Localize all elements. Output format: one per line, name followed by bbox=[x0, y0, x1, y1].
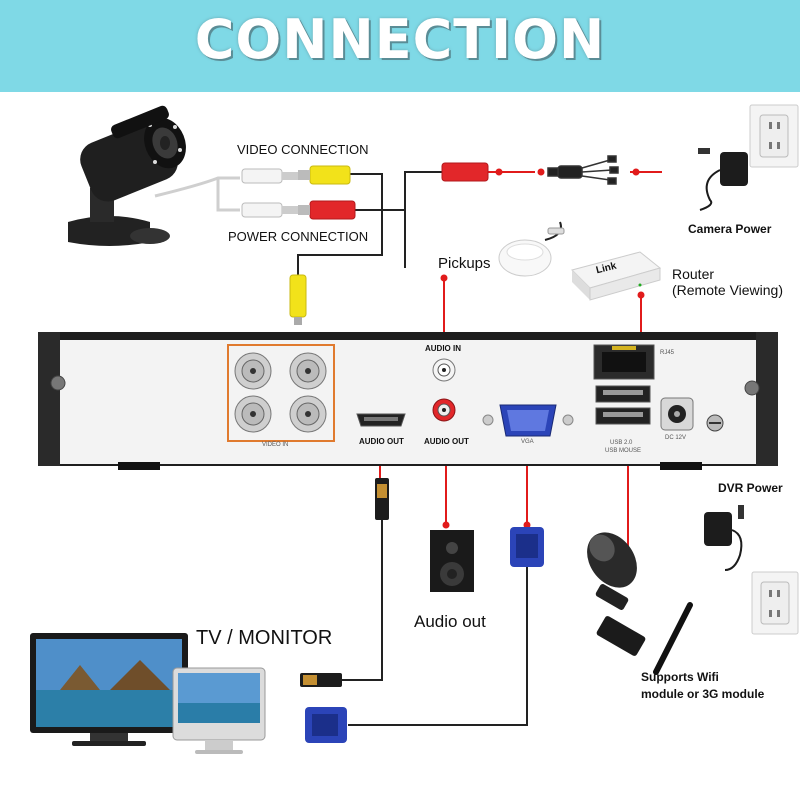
rj45-port-label: RJ45 bbox=[660, 350, 675, 356]
white-power-plug bbox=[241, 202, 283, 218]
router-sublabel: (Remote Viewing) bbox=[672, 282, 784, 298]
red-dc-plug bbox=[441, 162, 489, 182]
page-title: CONNECTION bbox=[194, 8, 606, 71]
tv-icon bbox=[30, 633, 188, 746]
white-video-plug bbox=[241, 168, 283, 184]
power-connection-label: POWER CONNECTION bbox=[228, 229, 369, 244]
bnc-port-1 bbox=[234, 352, 272, 390]
usb-mouse-port-label: USB MOUSE bbox=[605, 448, 642, 454]
yellow-video-plug bbox=[309, 165, 351, 185]
vga-cable bbox=[348, 565, 528, 726]
video-cable bbox=[297, 173, 383, 275]
audio-out-device-label: Audio out bbox=[414, 612, 486, 631]
hdmi-port bbox=[356, 413, 406, 427]
speaker-icon bbox=[430, 530, 474, 592]
hdmi-monitor-plug bbox=[300, 673, 342, 687]
dvr-screw-right bbox=[744, 380, 760, 396]
wifi-support-sublabel: module or 3G module bbox=[641, 687, 765, 701]
rca-connectors bbox=[241, 162, 489, 325]
usb-port-1 bbox=[595, 385, 651, 403]
dot-router bbox=[637, 291, 645, 299]
dvr-power-label: DVR Power bbox=[718, 481, 783, 495]
video-in-port-label: VIDEO IN bbox=[262, 442, 289, 448]
camera-lead-wire bbox=[154, 176, 240, 198]
hdmi-cable-plug bbox=[375, 478, 389, 520]
vga-port bbox=[482, 404, 574, 437]
audio-in-port bbox=[432, 358, 456, 382]
title-banner bbox=[0, 0, 800, 92]
dot-power-1 bbox=[495, 168, 503, 176]
yellow-bnc-plug bbox=[289, 274, 307, 318]
router-label: Router bbox=[672, 266, 715, 282]
rca-audio-out-port-label: AUDIO OUT bbox=[424, 437, 469, 446]
tv-monitor-label: TV / MONITOR bbox=[196, 627, 333, 649]
bullet-camera-icon bbox=[68, 105, 186, 246]
monitor-icon bbox=[172, 667, 266, 754]
dot-power-3 bbox=[632, 168, 640, 176]
mouse-icon bbox=[587, 532, 637, 588]
camera-power-adapter-icon bbox=[698, 104, 799, 211]
dc-power-port bbox=[660, 397, 724, 432]
dvr-recorder bbox=[38, 332, 778, 470]
dot-audio-out-2 bbox=[442, 521, 450, 529]
bnc-port-4 bbox=[289, 395, 327, 433]
power-splitter-icon bbox=[547, 155, 619, 185]
bnc-port-2 bbox=[289, 352, 327, 390]
power-cable bbox=[355, 171, 442, 268]
red-power-plug bbox=[309, 200, 356, 220]
hdmi-audio-out-port-label: AUDIO OUT bbox=[359, 437, 404, 446]
pickups-label: Pickups bbox=[438, 255, 491, 272]
dvr-screw-left bbox=[50, 375, 66, 391]
bnc-port-3 bbox=[234, 395, 272, 433]
usb-port-2 bbox=[595, 407, 651, 425]
camera-power-label: Camera Power bbox=[688, 222, 772, 236]
microphone-pickup-icon bbox=[498, 221, 565, 277]
dot-vga-2 bbox=[523, 521, 531, 529]
dot-audio-in bbox=[440, 274, 448, 282]
usb-port-label: USB 2.0 bbox=[610, 440, 633, 446]
audio-in-port-label: AUDIO IN bbox=[425, 344, 461, 353]
vga-monitor-plug bbox=[305, 707, 347, 743]
wifi-support-label: Supports Wifi bbox=[641, 670, 719, 684]
camera-lead-wire-2 bbox=[216, 178, 240, 212]
wifi-dongle-icon bbox=[595, 584, 693, 675]
dvr-power-adapter-icon bbox=[704, 505, 799, 635]
dc-port-label: DC 12V bbox=[665, 435, 687, 441]
vga-cable-plug bbox=[510, 527, 544, 567]
vga-port-label: VGA bbox=[521, 439, 534, 445]
dot-power-2 bbox=[537, 168, 545, 176]
video-in-group bbox=[227, 344, 335, 442]
rj45-port bbox=[593, 344, 655, 380]
audio-out-rca-port bbox=[432, 398, 456, 422]
router-icon bbox=[571, 251, 662, 301]
hdmi-cable bbox=[342, 520, 383, 681]
video-connection-label: VIDEO CONNECTION bbox=[237, 142, 369, 157]
